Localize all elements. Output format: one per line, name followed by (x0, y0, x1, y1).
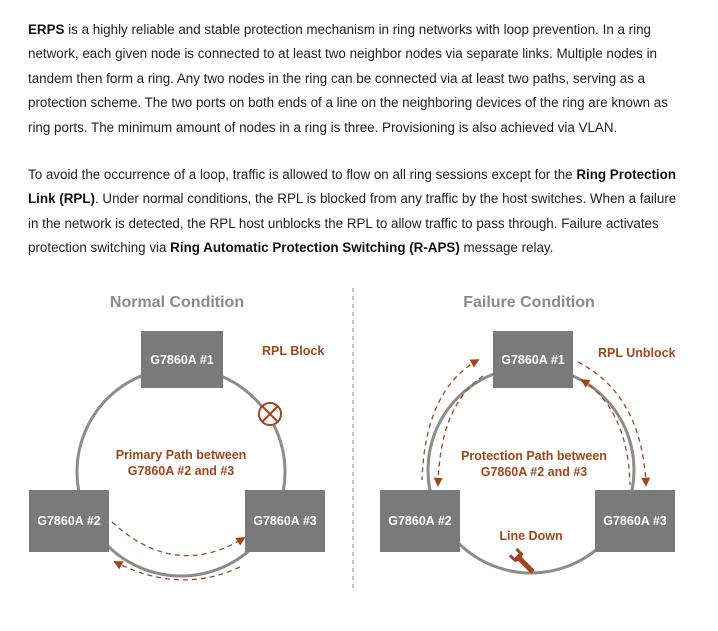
rpl-term: Ring Protection Link (RPL) (28, 167, 677, 207)
normal-node-2: G7860A #2 (29, 490, 109, 552)
primary-path-arrow (111, 521, 246, 557)
protection-path-arrow-right-outer (577, 361, 651, 487)
failure-node-1: G7860A #1 (493, 331, 573, 388)
failure-node-2: G7860A #2 (380, 490, 460, 552)
failure-node-2-label: G7860A #2 (388, 514, 452, 528)
primary-path-label-line1: Primary Path between (116, 448, 247, 462)
primary-path-label-line2: G7860A #2 and #3 (128, 464, 235, 478)
erps-term: ERPS (28, 22, 65, 37)
normal-node-1: G7860A #1 (141, 331, 223, 388)
primary-path-return-arrow (113, 561, 241, 581)
wrench-icon (508, 547, 534, 573)
raps-term: Ring Automatic Protection Switching (R-A… (170, 240, 460, 256)
normal-node-3-label: G7860A #3 (253, 514, 317, 528)
protection-path-arrow-left-outer (421, 359, 480, 481)
protection-path-arrow-right-inner (580, 379, 631, 486)
failure-node-3: G7860A #3 (595, 490, 675, 552)
normal-node-1-label: G7860A #1 (150, 353, 214, 367)
erps-intro-paragraph: ERPS is a highly reliable and stable pro… (28, 18, 688, 140)
erps-diagram: Normal Condition G7860A #1 G7860A #2 G78… (29, 288, 676, 590)
failure-node-3-label: G7860A #3 (603, 514, 667, 528)
failure-node-1-label: G7860A #1 (501, 353, 565, 367)
line-down-label: Line Down (499, 529, 562, 543)
failure-condition-panel: Failure Condition G7860A #1 G7860A #2 G7… (380, 294, 676, 575)
protection-path-arrow-left-inner (433, 375, 484, 487)
rpl-block-label: RPL Block (262, 344, 324, 358)
rpl-block-icon (258, 402, 282, 426)
rpl-paragraph: To avoid the occurrence of a loop, traff… (28, 163, 688, 261)
normal-node-3: G7860A #3 (245, 490, 325, 552)
protection-path-label-line1: Protection Path between (461, 449, 607, 463)
rpl-text-before: To avoid the occurrence of a loop, traff… (28, 167, 577, 182)
erps-intro-text: is a highly reliable and stable protecti… (28, 22, 668, 135)
rpl-text-after: message relay. (459, 240, 554, 256)
normal-node-2-label: G7860A #2 (37, 514, 101, 528)
normal-condition-title: Normal Condition (110, 294, 244, 311)
rpl-text-middle: . Under normal conditions, the RPL is bl… (28, 191, 677, 256)
rpl-unblock-label: RPL Unblock (598, 346, 676, 360)
protection-path-label-line2: G7860A #2 and #3 (481, 465, 588, 479)
normal-condition-panel: Normal Condition G7860A #1 G7860A #2 G78… (29, 294, 325, 581)
failure-condition-title: Failure Condition (463, 294, 595, 311)
